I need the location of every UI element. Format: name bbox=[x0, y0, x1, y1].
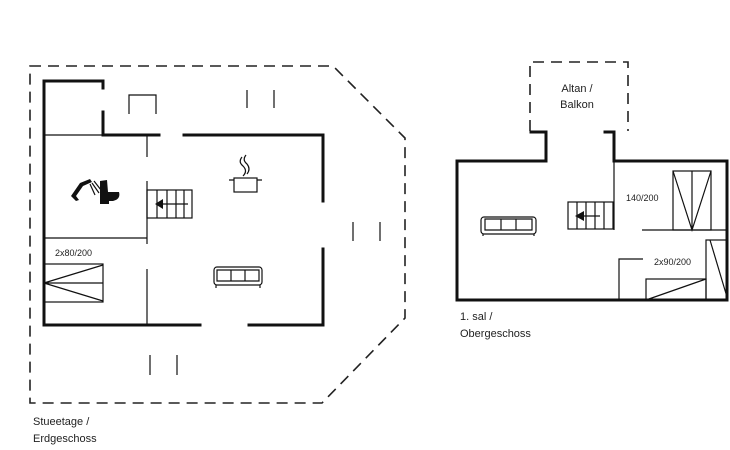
upper-floor-label-2: Obergeschoss bbox=[460, 328, 531, 340]
terrace-outline bbox=[29, 65, 406, 404]
ground-floor-label-1: Stueetage / bbox=[33, 416, 90, 428]
ground-floor-label-2: Erdgeschoss bbox=[33, 433, 97, 445]
balcony-label-2: Balkon bbox=[560, 99, 594, 111]
window-marks bbox=[149, 90, 381, 375]
toilet-icon bbox=[100, 180, 120, 204]
stairs-icon bbox=[567, 201, 614, 230]
cooking-pot-icon bbox=[229, 154, 262, 193]
bed-size-label: 2x80/200 bbox=[55, 248, 92, 258]
chimney-icon bbox=[128, 94, 157, 114]
double-bed-icon bbox=[672, 170, 712, 232]
upper-floor: Altan / Balkon 140/200 2x90/200 1. sal / bbox=[455, 61, 729, 340]
sofa-icon bbox=[213, 266, 263, 288]
upper-floor-label-1: 1. sal / bbox=[460, 311, 493, 323]
ground-floor: 2x80/200 Stueetage / Erdgeschoss bbox=[29, 65, 406, 445]
bed2-size-label: 2x90/200 bbox=[654, 257, 691, 267]
single-beds-icon bbox=[645, 239, 728, 301]
sofa-icon bbox=[480, 216, 537, 236]
shower-icon bbox=[71, 179, 102, 201]
ground-walls bbox=[42, 79, 325, 327]
bed-icon bbox=[43, 263, 104, 303]
balcony-label-1: Altan / bbox=[561, 83, 593, 95]
stairs-icon bbox=[146, 189, 193, 219]
balcony-outline bbox=[529, 61, 629, 131]
bed1-size-label: 140/200 bbox=[626, 193, 659, 203]
